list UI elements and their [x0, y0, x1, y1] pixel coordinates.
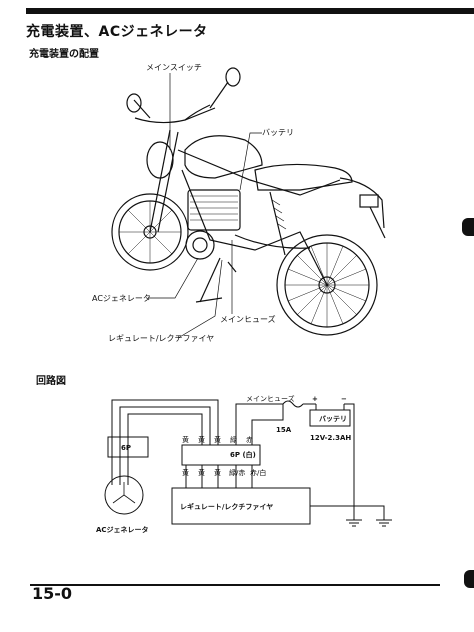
wire-color-top-4: 緑 — [230, 435, 237, 444]
section-title-circuit: 回路図 — [36, 376, 66, 387]
wire-color-bottom-2: 黄 — [198, 468, 205, 477]
label-battery: バッテリ — [262, 128, 294, 137]
edge-tab-mark — [462, 218, 474, 236]
page-title: 充電装置、ACジェネレータ — [26, 24, 208, 40]
section-title-layout: 充電装置の配置 — [29, 49, 99, 60]
generator-label: ACジェネレータ — [96, 525, 149, 534]
label-ac-generator: ACジェネレータ — [92, 294, 151, 303]
wire-color-top-5: 赤 — [246, 436, 253, 444]
connector-right-label: 6P (白) — [230, 450, 256, 459]
battery-spec: 12V-2.3AH — [310, 434, 351, 442]
wire-color-top-2: 黄 — [198, 435, 205, 444]
battery-label: バッテリ — [319, 415, 347, 423]
wire-color-bottom-5: 赤/白 — [250, 468, 266, 477]
wire-color-bottom-3: 黄 — [214, 468, 221, 477]
regulator-box-label: レギュレート/レクチファイヤ — [180, 502, 273, 511]
label-main-switch: メインスイッチ — [146, 63, 202, 72]
label-regulator-rectifier: レギュレート/レクチファイヤ — [108, 334, 215, 343]
wire-color-bottom-1: 黄 — [182, 468, 189, 477]
wire-color-bottom-4: 緑/赤 — [229, 468, 245, 477]
wire-color-top-1: 黄 — [182, 435, 189, 444]
label-main-fuse: メインヒューズ — [220, 315, 276, 324]
battery-plus: + — [312, 395, 318, 403]
wire-color-top-3: 黄 — [214, 435, 221, 444]
edge-tab-mark-bottom — [464, 570, 474, 588]
header-rule — [26, 8, 474, 14]
page-number: 15-0 — [32, 584, 73, 603]
connector-left-label: 6P — [121, 444, 131, 452]
fuse-label: メインヒューズ — [246, 394, 295, 403]
battery-minus: − — [341, 395, 347, 403]
fuse-rating: 15A — [276, 426, 292, 434]
footer-rule — [30, 584, 440, 586]
